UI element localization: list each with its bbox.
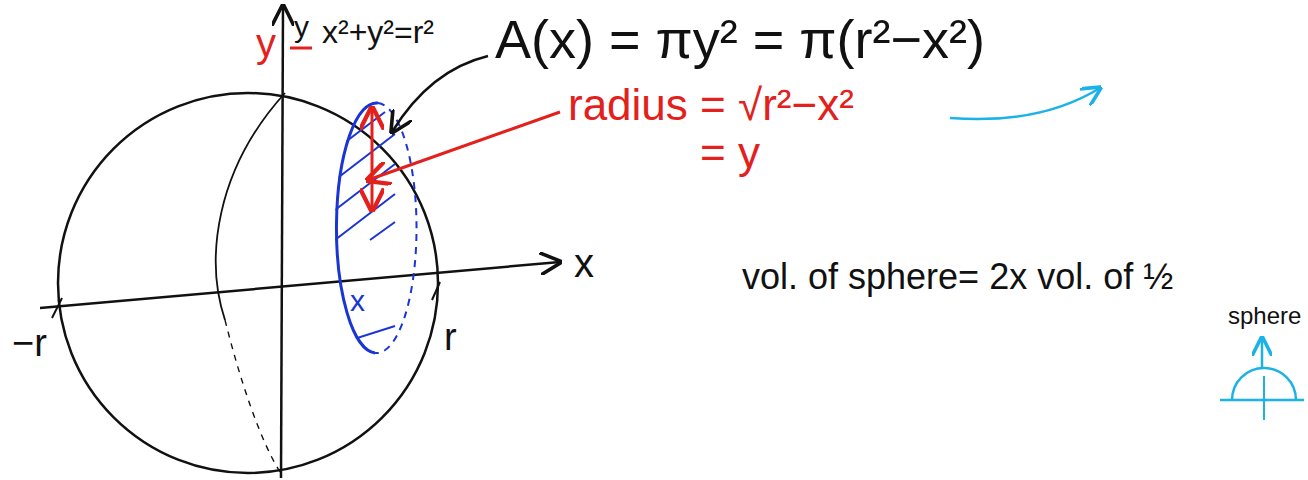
meridian-arc [216,93,285,320]
radius-arrow [371,108,374,210]
leader-arrow [368,112,560,180]
bound-label: −r [12,322,47,366]
y-axis [281,6,283,478]
slice-edge [336,103,378,353]
axis-label: y [294,10,309,45]
red-dash [290,47,312,50]
x-axis [40,262,560,308]
radius-formula: = y [700,128,760,179]
axis-label: x [574,240,594,286]
tick [52,298,62,318]
half-sphere-icon [1220,399,1304,402]
equation: x²+y²=r² [322,14,434,51]
radius-formula: radius = √r²−x² [568,80,854,131]
volume-note: sphere [1228,302,1301,330]
sphere-outline [58,93,438,473]
half-sphere-icon [1263,376,1265,420]
meridian-dashed [225,320,280,472]
volume-note: vol. of sphere= 2x vol. of ½ [742,256,1173,297]
cyan-arrow [950,88,1100,119]
slice-position: x [350,284,365,319]
bound-label: r [444,316,457,360]
slice-hatching [335,112,395,345]
area-formula: A(x) = πy² = π(r²−x²) [495,8,985,70]
cyan-arrow [1261,338,1264,368]
slice-edge-dashed [375,103,417,353]
leader-arrow [392,56,488,132]
radius-label: y [256,20,276,66]
tick [432,282,440,300]
